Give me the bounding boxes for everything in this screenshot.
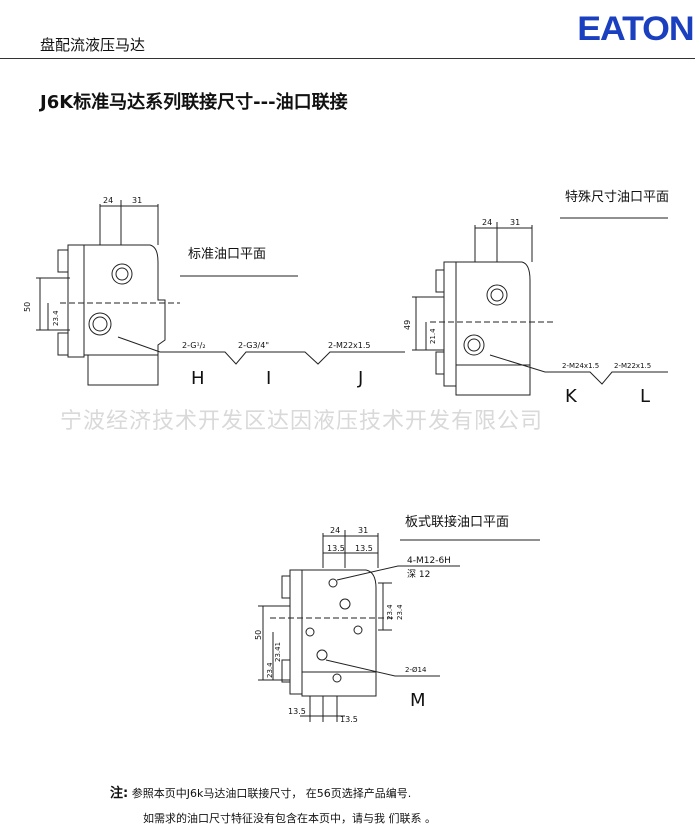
letter-i: I bbox=[266, 368, 271, 389]
plate-dim-bottom-b: 13.5 bbox=[340, 715, 358, 724]
bolt-depth: 深 12 bbox=[407, 569, 430, 580]
standard-face-label: 标准油口平面 bbox=[188, 247, 266, 262]
port-h-spec: 2-G¹/₂ bbox=[182, 341, 206, 350]
plate-face-label: 板式联接油口平面 bbox=[405, 514, 509, 530]
dim-left-a: 50 bbox=[23, 302, 32, 312]
letter-h: H bbox=[191, 368, 205, 389]
dim-top-a: 24 bbox=[103, 196, 113, 205]
letter-j: J bbox=[357, 368, 363, 389]
bolt-spec: 4-M12-6H bbox=[407, 556, 451, 566]
note-text-2: 如需求的油口尺寸特征没有包含在本页中，请与我 们联系 。 bbox=[143, 812, 436, 825]
eaton-logo: EATON bbox=[577, 10, 694, 48]
plate-dim-top-c: 13.5 bbox=[327, 544, 345, 553]
special-port-drawing: 特殊尺寸油口平面 24 31 49 21.4 2-M24x1.5 2-M22x1… bbox=[403, 190, 669, 407]
port-m-spec: 2-Ø14 bbox=[405, 666, 427, 674]
plate-dim-right-b: 23.4 bbox=[396, 604, 404, 620]
special-dim-top-a: 24 bbox=[482, 218, 492, 227]
plate-dim-bottom-a: 13.5 bbox=[288, 707, 306, 716]
notes-block: 注: 参照本页中J6k马达油口联接尺寸， 在56页选择产品编号. 如需求的油口尺… bbox=[110, 782, 436, 835]
plate-dim-right-a: 23.4 bbox=[386, 604, 394, 620]
special-dim-left-b: 21.4 bbox=[429, 328, 437, 344]
special-dim-left-a: 49 bbox=[403, 320, 412, 330]
header-title: 盘配流液压马达 bbox=[40, 36, 146, 54]
plate-dim-left-b: 23.41 bbox=[274, 642, 282, 662]
letter-k: K bbox=[565, 386, 578, 407]
plate-dim-left-a: 50 bbox=[254, 630, 263, 640]
port-k-spec: 2-M24x1.5 bbox=[562, 362, 599, 370]
plate-dim-top-b: 31 bbox=[358, 526, 368, 535]
dim-top-b: 31 bbox=[132, 196, 142, 205]
letter-m: M bbox=[410, 690, 426, 711]
note-label: 注: bbox=[110, 786, 129, 801]
special-dim-top-b: 31 bbox=[510, 218, 520, 227]
port-i-spec: 2-G3/4" bbox=[238, 341, 269, 350]
watermark: 宁波经济技术开发区达因液压技术开发有限公司 bbox=[60, 409, 544, 434]
letter-l: L bbox=[640, 386, 650, 407]
header-divider bbox=[0, 58, 695, 59]
dim-left-b: 23.4 bbox=[52, 310, 60, 326]
standard-port-drawing: 24 31 50 23.4 标准油口平面 2-G¹/₂ 2-G3/4" 2-M2… bbox=[23, 196, 405, 389]
page-title: J6K标准马达系列联接尺寸---油口联接 bbox=[40, 92, 348, 113]
special-face-label: 特殊尺寸油口平面 bbox=[565, 190, 669, 205]
note-text-1: 参照本页中J6k马达油口联接尺寸， 在56页选择产品编号. bbox=[131, 787, 412, 800]
plate-dim-left-c: 23.4 bbox=[266, 662, 274, 678]
plate-dim-top-a: 24 bbox=[330, 526, 340, 535]
port-l-spec: 2-M22x1.5 bbox=[614, 362, 651, 370]
note-line-1: 注: 参照本页中J6k马达油口联接尺寸， 在56页选择产品编号. bbox=[110, 782, 436, 801]
plate-port-drawing: 板式联接油口平面 24 31 13.5 13.5 23.4 23.4 bbox=[254, 514, 540, 724]
plate-dim-top-d: 13.5 bbox=[355, 544, 373, 553]
port-j-spec: 2-M22x1.5 bbox=[328, 341, 371, 350]
note-line-2: 如需求的油口尺寸特征没有包含在本页中，请与我 们联系 。 bbox=[110, 810, 436, 826]
